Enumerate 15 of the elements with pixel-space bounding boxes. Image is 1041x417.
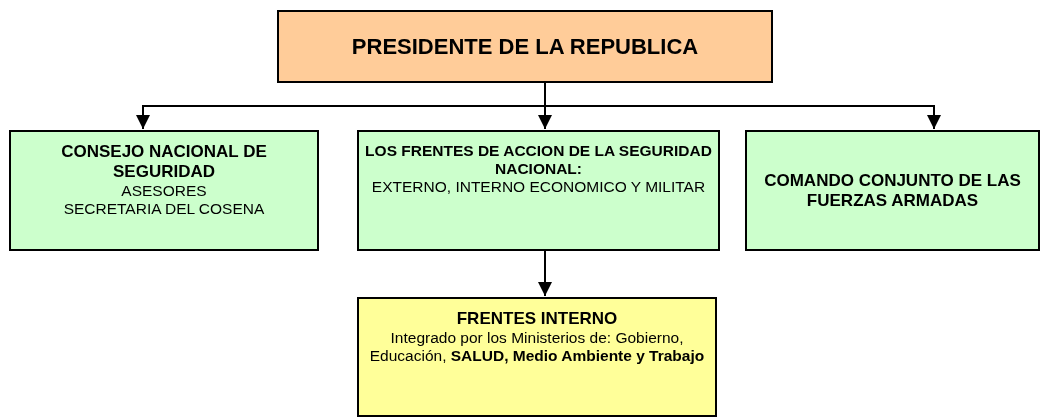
fronts-box	[357, 130, 720, 251]
box-heading: LOS FRENTES DE ACCION DE LA SEGURIDAD NACIONAL:	[365, 142, 712, 178]
box-heading: PRESIDENTE DE LA REPUBLICA	[351, 36, 699, 57]
box-heading: CONSEJO NACIONAL DE SEGURIDAD	[60, 142, 268, 182]
arrow	[538, 250, 552, 297]
box-text: ASESORES	[121, 182, 207, 200]
command-box	[745, 130, 1040, 251]
president-box	[277, 10, 773, 83]
box-text: SECRETARIA DEL COSENA	[63, 200, 265, 218]
council-box	[9, 130, 319, 251]
box-heading: COMANDO CONJUNTO DE LAS FUERZAS ARMADAS	[763, 170, 1022, 211]
box-text: EXTERNO, INTERNO ECONOMICO Y MILITAR	[371, 178, 706, 196]
box-heading: FRENTES INTERNO	[456, 309, 618, 329]
box-text: Integrado por los Ministerios de: Gobierno, Educación, SALUD, Medio Ambiente y Trabajo	[368, 329, 706, 365]
internal-front-box	[357, 297, 717, 417]
